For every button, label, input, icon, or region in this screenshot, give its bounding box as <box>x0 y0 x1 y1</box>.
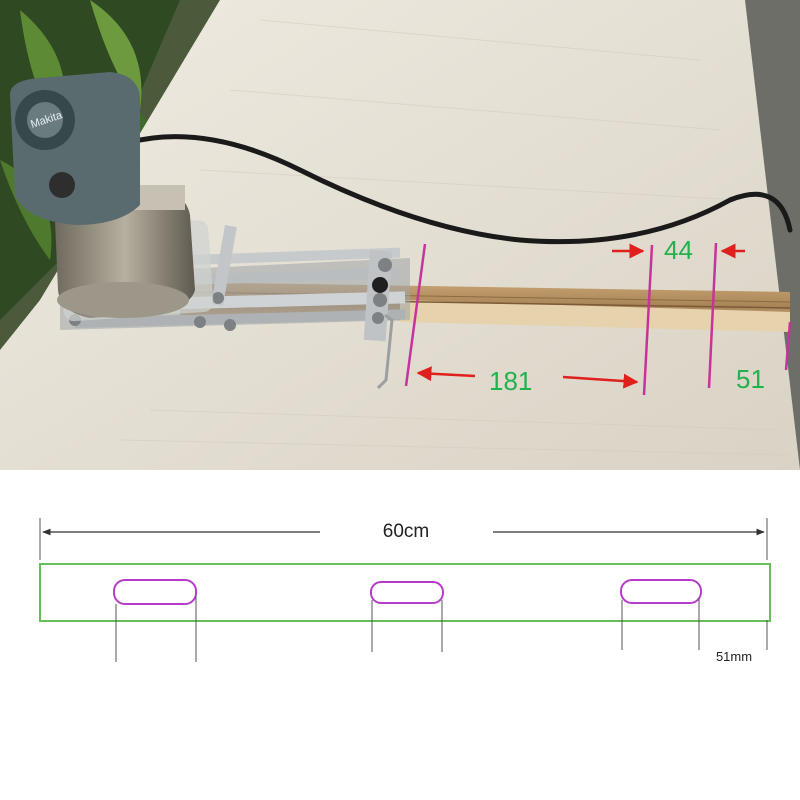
guide-line-3 <box>707 242 718 389</box>
guide-line-4 <box>784 321 792 371</box>
guide-line-1 <box>404 243 427 387</box>
arrow-181-right <box>562 373 639 389</box>
board-outline <box>39 563 771 622</box>
red-arrows <box>416 243 745 389</box>
dimension-labels: 44 181 51 <box>489 235 765 396</box>
slot-1 <box>113 579 197 605</box>
power-cord <box>117 134 793 245</box>
table-grain <box>119 19 791 456</box>
length-label: 60cm <box>383 521 429 542</box>
label-181: 181 <box>489 366 532 396</box>
label-44: 44 <box>664 235 693 265</box>
arrow-181-left <box>416 366 476 382</box>
router-tool: Makita <box>10 72 214 322</box>
slots <box>113 579 702 605</box>
wooden-table <box>0 0 800 470</box>
end-distance-label: 51mm <box>716 649 752 664</box>
label-51: 51 <box>736 364 765 394</box>
technical-drawing: 60cm 51mm <box>39 518 771 664</box>
extension-lines <box>39 518 768 560</box>
slot-3 <box>620 579 702 604</box>
slot-2 <box>370 581 444 604</box>
guide-line-2 <box>642 244 654 396</box>
guide-lines <box>404 242 792 396</box>
photo-area: Makita 44 181 51 <box>0 0 800 470</box>
slot-ticks <box>115 596 768 662</box>
